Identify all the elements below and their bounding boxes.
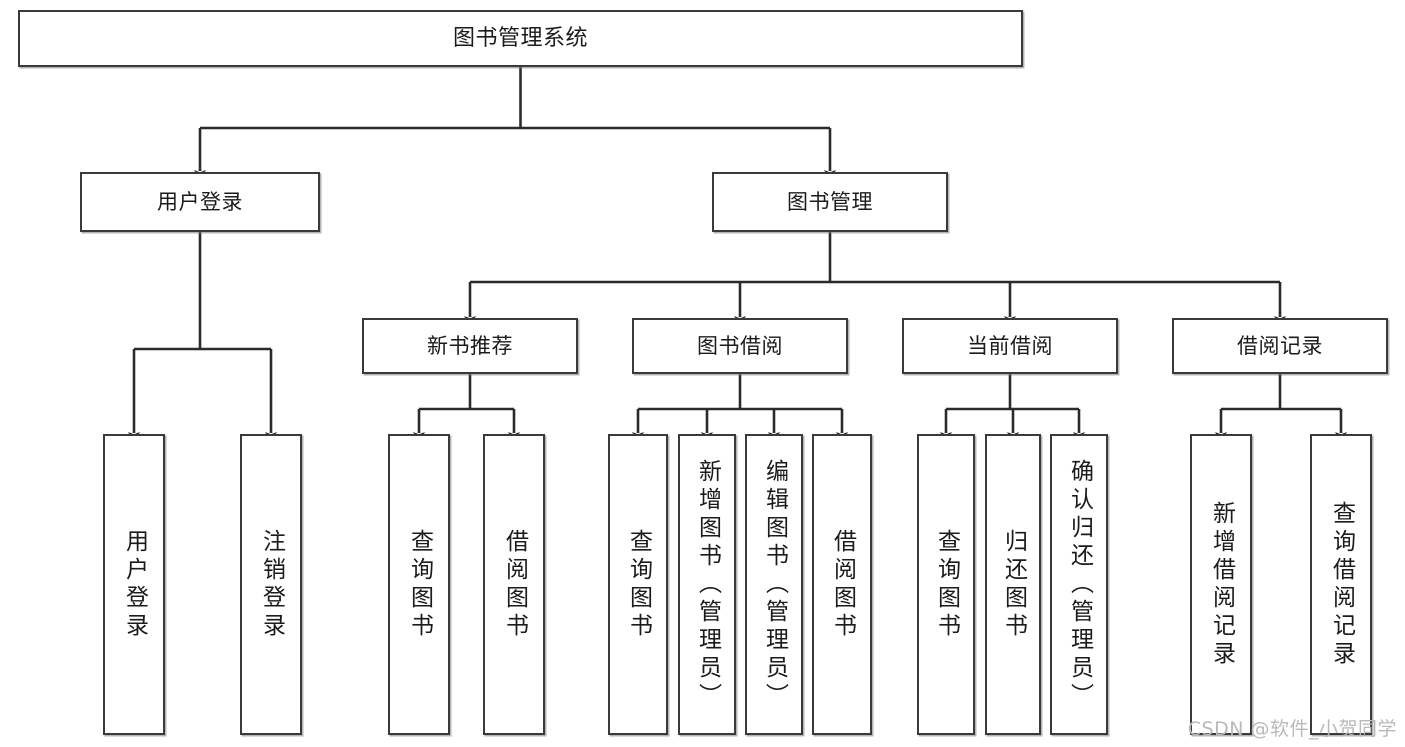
node-records[interactable]: 借阅记录 (1172, 318, 1388, 374)
node-bookmgmt[interactable]: 图书管理 (712, 172, 948, 232)
node-label: 图书管理系统 (452, 25, 588, 51)
node-l-query2[interactable]: 查询图书 (608, 434, 668, 735)
connector-lines (128, 67, 1347, 442)
node-l-query3[interactable]: 查询图书 (917, 434, 975, 735)
node-l-logout[interactable]: 注销登录 (240, 434, 302, 735)
node-current[interactable]: 当前借阅 (902, 318, 1118, 374)
watermark-text: CSDN @软件_小贺同学 (1187, 718, 1397, 740)
node-label: 编辑图书（管理员） (761, 458, 788, 711)
node-l-confirm[interactable]: 确认归还（管理员） (1050, 434, 1108, 735)
node-label: 借阅记录 (1237, 333, 1323, 358)
node-label: 用户登录 (121, 528, 148, 641)
node-l-borrow1[interactable]: 借阅图书 (483, 434, 545, 735)
node-label: 查询借阅记录 (1328, 500, 1355, 669)
node-newbook[interactable]: 新书推荐 (362, 318, 578, 374)
node-l-borrow2[interactable]: 借阅图书 (812, 434, 872, 735)
node-label: 借阅图书 (501, 528, 528, 641)
node-label: 查询图书 (625, 528, 652, 641)
node-label: 借阅图书 (829, 528, 856, 641)
node-label: 注销登录 (258, 528, 285, 641)
node-l-login[interactable]: 用户登录 (103, 434, 165, 735)
node-label: 新增借阅记录 (1208, 500, 1235, 669)
node-label: 用户登录 (157, 189, 243, 214)
node-l-return[interactable]: 归还图书 (985, 434, 1041, 735)
node-label: 图书管理 (787, 189, 873, 214)
node-l-add[interactable]: 新增图书（管理员） (678, 434, 736, 735)
node-label: 图书借阅 (697, 333, 783, 358)
node-l-addrec[interactable]: 新增借阅记录 (1190, 434, 1252, 735)
node-label: 新增图书（管理员） (694, 458, 721, 711)
node-borrow[interactable]: 图书借阅 (632, 318, 848, 374)
node-l-queryrec[interactable]: 查询借阅记录 (1310, 434, 1372, 735)
node-label: 当前借阅 (967, 333, 1053, 358)
node-label: 确认归还（管理员） (1066, 458, 1093, 711)
node-label: 查询图书 (406, 528, 433, 641)
node-label: 新书推荐 (427, 333, 513, 358)
node-label: 归还图书 (1000, 528, 1027, 641)
node-label: 查询图书 (933, 528, 960, 641)
node-login[interactable]: 用户登录 (80, 172, 320, 232)
node-l-query1[interactable]: 查询图书 (388, 434, 450, 735)
node-root[interactable]: 图书管理系统 (18, 10, 1023, 67)
node-l-edit[interactable]: 编辑图书（管理员） (745, 434, 803, 735)
